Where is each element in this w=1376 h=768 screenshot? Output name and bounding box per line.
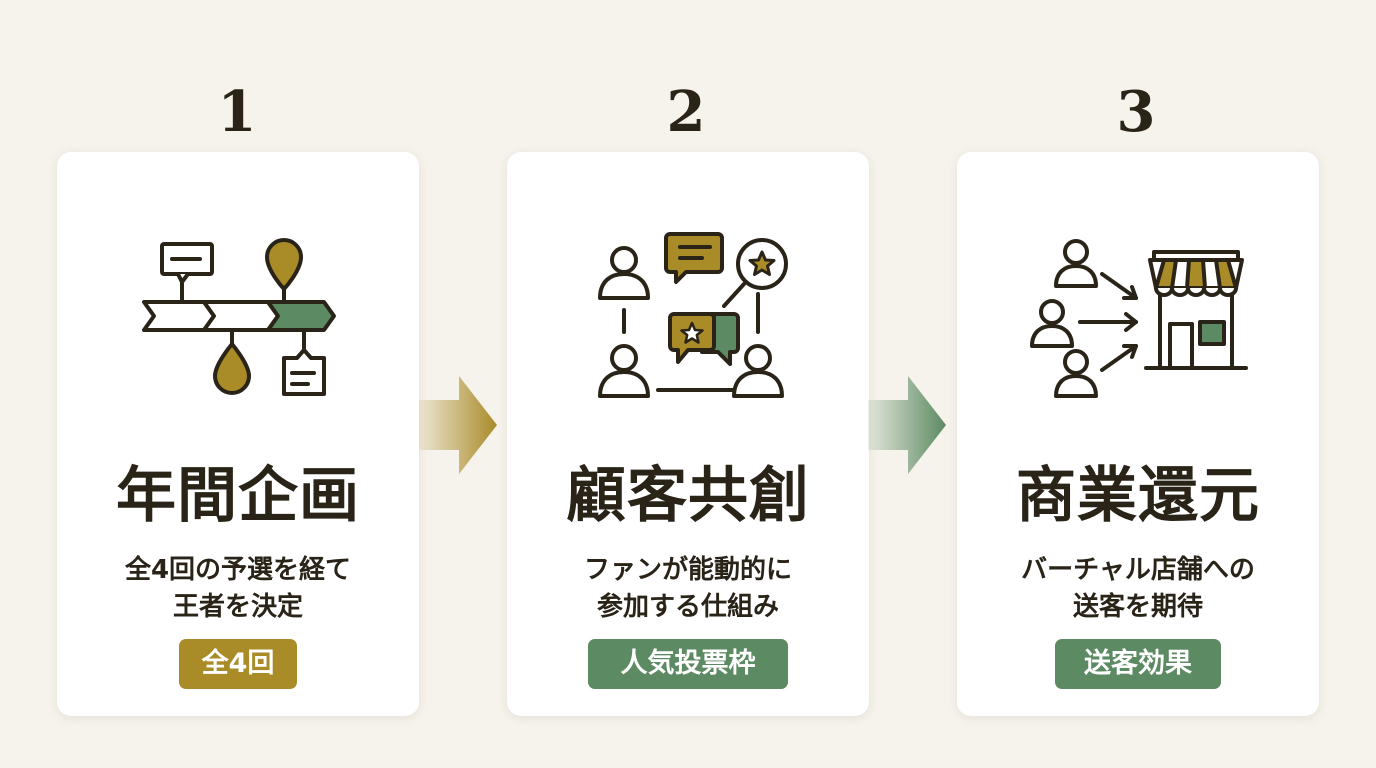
step-description: 全4回の予選を経て 王者を決定 [67,552,409,626]
step-description-line2: 送客を期待 [1072,592,1203,622]
step-badge: 全4回 [179,639,297,689]
step-title: 顧客共創 [566,461,810,531]
step-number-3: 3 [1116,79,1156,145]
step-number-2: 2 [666,79,706,145]
step-description-line2: 王者を決定 [172,592,303,622]
step-number-1: 1 [217,79,257,145]
timeline-milestones-icon [142,238,336,396]
step-title: 年間企画 [116,461,360,531]
step-card-annual-plan: 年間企画 全4回の予選を経て 王者を決定 全4回 [57,152,419,716]
community-voting-icon [598,232,788,398]
step-badge: 送客効果 [1055,639,1221,689]
step-title: 商業還元 [1016,461,1260,531]
step-description-line1: バーチャル店舗への [1021,555,1255,585]
step-description-line1: 全4回の予選を経て [124,555,352,585]
customers-to-store-icon [1030,239,1248,398]
step-description: ファンが能動的に 参加する仕組み [517,552,859,626]
step-card-co-creation: 顧客共創 ファンが能動的に 参加する仕組み 人気投票枠 [507,152,869,716]
step-description: バーチャル店舗への 送客を期待 [967,552,1309,626]
step-description-line1: ファンが能動的に [583,555,792,585]
step-badge: 人気投票枠 [588,639,788,689]
step-card-commerce-return: 商業還元 バーチャル店舗への 送客を期待 送客効果 [957,152,1319,716]
arrow-right-icon [419,376,497,474]
arrow-right-icon [868,376,946,474]
step-description-line2: 参加する仕組み [596,592,779,622]
